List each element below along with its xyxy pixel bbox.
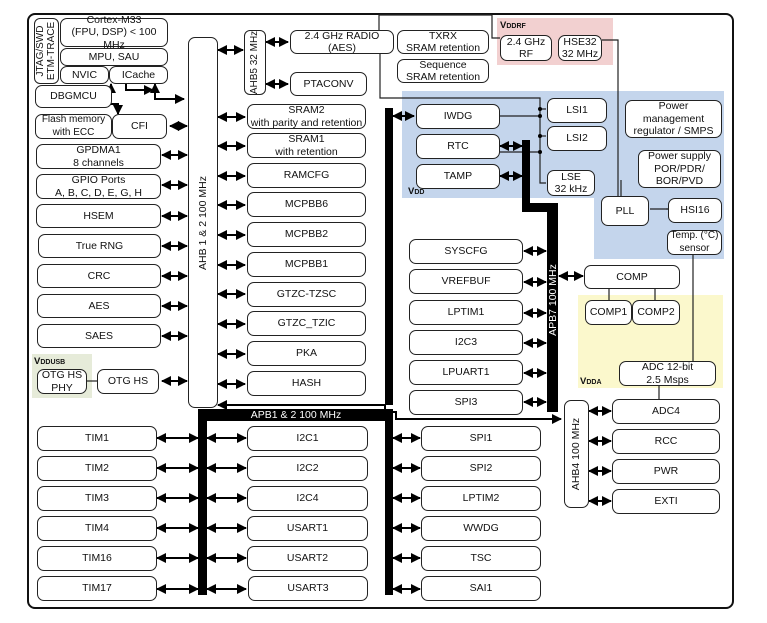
comp2-block: COMP2 xyxy=(632,300,680,325)
junction-dots xyxy=(538,107,542,154)
sai1-block: SAI1 xyxy=(421,576,541,601)
ahb4-bus-block: AHB4 100 MHz xyxy=(564,400,589,508)
usart1-block: USART1 xyxy=(247,516,368,541)
tamp-block: TAMP xyxy=(416,164,500,189)
tim17-block: TIM17 xyxy=(37,576,157,601)
i2c3-block: I2C3 xyxy=(409,330,523,355)
tim16-block: TIM16 xyxy=(37,546,157,571)
adc-12bit-block: ADC 12-bit 2.5 Msps xyxy=(619,361,716,386)
wwdg-block: WWDG xyxy=(421,516,541,541)
thin-wires xyxy=(86,14,694,399)
apb12-bus-label: APB1 & 2 100 MHz xyxy=(250,409,342,421)
lptim2-block: LPTIM2 xyxy=(421,486,541,511)
hash-block: HASH xyxy=(247,371,366,396)
exti-block: EXTI xyxy=(612,489,720,514)
sequence-sram-block: Sequence SRAM retention xyxy=(397,59,489,83)
ramcfg-block: RAMCFG xyxy=(247,163,366,188)
cfi-block: CFI xyxy=(112,114,167,139)
hsem-block: HSEM xyxy=(36,204,161,228)
comp-block: COMP xyxy=(584,265,680,289)
sram1-block: SRAM1 with retention xyxy=(247,133,366,158)
flash-memory-block: Flash memory with ECC xyxy=(35,114,112,139)
hsi16-block: HSI16 xyxy=(668,198,722,223)
lse-block: LSE 32 kHz xyxy=(547,170,595,196)
diagram-frame xyxy=(27,13,734,609)
rtc-block: RTC xyxy=(416,134,500,159)
mcpbb6-block: MCPBB6 xyxy=(247,192,366,217)
syscfg-block: SYSCFG xyxy=(409,239,523,264)
dbgmcu-block: DBGMCU xyxy=(35,85,112,108)
power-supply-block: Power supply POR/PDR/ BOR/PVD xyxy=(638,150,721,188)
iwdg-block: IWDG xyxy=(416,104,500,129)
radio-block: 2.4 GHz RADIO (AES) xyxy=(290,30,394,54)
adc4-block: ADC4 xyxy=(612,399,720,424)
lsi1-block: LSI1 xyxy=(547,98,607,123)
usart2-block: USART2 xyxy=(247,546,368,571)
pll-block: PLL xyxy=(601,196,649,226)
true-rng-block: True RNG xyxy=(38,234,161,258)
i2c4-block: I2C4 xyxy=(247,486,368,511)
tsc-block: TSC xyxy=(421,546,541,571)
mcpbb2-block: MCPBB2 xyxy=(247,222,366,247)
lsi2-block: LSI2 xyxy=(547,126,607,151)
power-management-block: Power management regulator / SMPS xyxy=(625,100,722,138)
spi2-block: SPI2 xyxy=(421,456,541,481)
apb7-bus-label: APB7 100 MHz xyxy=(546,264,559,336)
vdd-label: VDD xyxy=(408,186,425,197)
comp1-block: COMP1 xyxy=(585,300,632,325)
tim4-block: TIM4 xyxy=(37,516,157,541)
gtzc-tzic-block: GTZC_TZIC xyxy=(247,311,366,336)
saes-block: SAES xyxy=(37,324,161,348)
cortex-m33-block: Cortex-M33 (FPU, DSP) < 100 MHz xyxy=(60,14,168,51)
tim1-block: TIM1 xyxy=(37,426,157,451)
vddrf-label: VDDRF xyxy=(500,20,526,31)
crc-block: CRC xyxy=(37,264,161,288)
ahb5-bus-block: AHB5 32 MHz xyxy=(244,30,266,95)
vrefbuf-block: VREFBUF xyxy=(409,269,523,294)
spi1-block: SPI1 xyxy=(421,426,541,451)
tim2-block: TIM2 xyxy=(37,456,157,481)
aes-block: AES xyxy=(37,294,161,318)
spi3-block: SPI3 xyxy=(409,390,523,415)
gtzc-tzsc-block: GTZC-TZSC xyxy=(247,282,366,307)
txrx-sram-block: TXRX SRAM retention xyxy=(397,30,489,54)
black-buses xyxy=(198,108,558,595)
rcc-block: RCC xyxy=(612,429,720,454)
ahb12-bus-block: AHB 1 & 2 100 MHz xyxy=(188,37,218,408)
otg-hs-block: OTG HS xyxy=(97,369,159,394)
sram2-block: SRAM2 with parity and retention xyxy=(247,104,366,129)
i2c2-block: I2C2 xyxy=(247,456,368,481)
nvic-block: NVIC xyxy=(60,66,109,84)
usart3-block: USART3 xyxy=(248,576,368,601)
temp-sensor-block: Temp. (°C) sensor xyxy=(667,230,722,255)
pka-block: PKA xyxy=(247,341,366,366)
mpu-sau-block: MPU, SAU xyxy=(60,48,168,66)
icache-block: ICache xyxy=(109,66,168,84)
bus-arrows xyxy=(156,37,612,594)
rf-block: 2.4 GHz RF xyxy=(500,35,552,61)
pwr-block: PWR xyxy=(612,459,720,484)
mcpbb1-block: MCPBB1 xyxy=(247,252,366,277)
jtag-swd-etm-block: JTAG/SWD ETM-TRACE xyxy=(34,18,59,84)
i2c1-block: I2C1 xyxy=(247,426,368,451)
otg-hs-phy-block: OTG HS PHY xyxy=(37,369,87,394)
gpio-ports-block: GPIO Ports A, B, C, D, E, G, H xyxy=(36,174,161,199)
hse32-block: HSE32 32 MHz xyxy=(558,35,602,61)
tim3-block: TIM3 xyxy=(37,486,157,511)
gpdma1-block: GPDMA1 8 channels xyxy=(36,144,161,169)
lpuart1-block: LPUART1 xyxy=(409,360,523,385)
vddusb-label: VDDUSB xyxy=(34,356,66,367)
lptim1-block: LPTIM1 xyxy=(409,300,523,325)
vdda-label: VDDA xyxy=(580,376,602,387)
ptaconv-block: PTACONV xyxy=(290,72,367,96)
